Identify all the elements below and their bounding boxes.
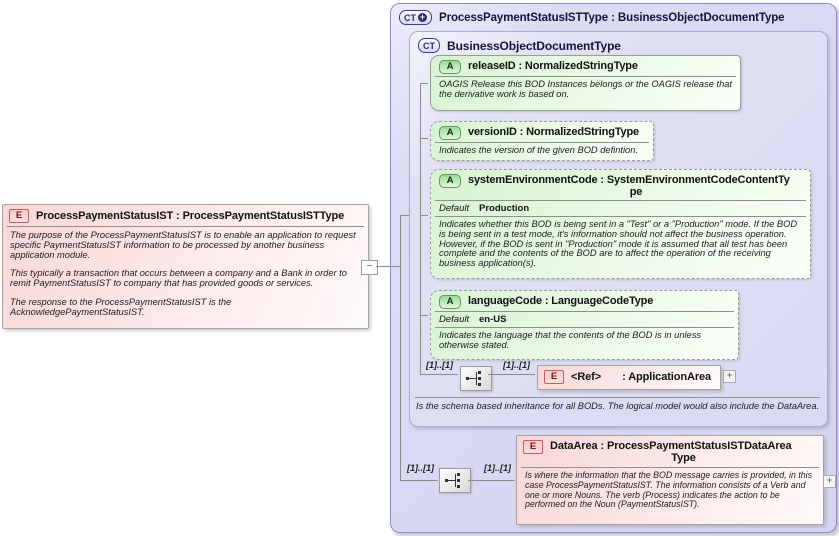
attribute-doc: OAGIS Release this BOD Instances belongs… <box>439 79 732 99</box>
connector-line <box>376 266 401 267</box>
attribute-node-releaseid[interactable]: A releaseID : NormalizedStringType OAGIS… <box>430 55 741 111</box>
connector-line <box>421 215 428 216</box>
element-annotation: Is where the information that the BOD me… <box>525 470 813 510</box>
cardinality-label: [1]..[1] <box>484 463 511 473</box>
annotation-paragraph: The response to the ProcessPaymentStatus… <box>10 296 232 317</box>
sequence-icon[interactable] <box>460 366 492 391</box>
element-annotation: The purpose of the ProcessPaymentStatusI… <box>3 227 368 324</box>
cardinality-label: [1]..[1] <box>426 360 453 370</box>
element-icon: E <box>544 370 564 384</box>
divider <box>435 216 806 217</box>
sequence-glyph <box>445 473 460 488</box>
divider <box>435 76 736 77</box>
element-node-dataarea[interactable]: E DataArea : ProcessPaymentStatusISTData… <box>516 435 824 525</box>
sequence-glyph <box>466 371 481 386</box>
attribute-icon: A <box>439 126 461 140</box>
attribute-node-systemenvironmentcode[interactable]: A systemEnvironmentCode : SystemEnvironm… <box>430 169 811 279</box>
attribute-title-line1: systemEnvironmentCode : SystemEnvironmen… <box>468 174 790 186</box>
element-title: ProcessPaymentStatusIST : ProcessPayment… <box>36 210 345 222</box>
element-header: E <Ref> : ApplicationArea <box>538 366 720 387</box>
attribute-doc: Indicates the language that the contents… <box>439 330 702 350</box>
attribute-title: systemEnvironmentCode : SystemEnvironmen… <box>468 174 804 198</box>
attribute-title: versionID : NormalizedStringType <box>468 126 640 138</box>
attribute-header: A languageCode : LanguageCodeType <box>431 291 738 311</box>
expand-icon[interactable]: + <box>823 475 836 488</box>
attribute-node-versionid[interactable]: A versionID : NormalizedStringType Indic… <box>430 121 654 161</box>
attribute-doc: Indicates whether this BOD is being sent… <box>439 219 798 269</box>
connector-line <box>421 315 428 316</box>
attribute-icon: A <box>439 295 461 309</box>
attribute-title-line2: pe <box>629 186 643 198</box>
attribute-header: A releaseID : NormalizedStringType <box>431 56 740 76</box>
cardinality-label: [1]..[1] <box>503 360 530 370</box>
extension-plus-icon: + <box>418 12 427 22</box>
divider <box>415 397 820 398</box>
attribute-default-row: Default Production <box>431 201 810 216</box>
connector-trunk <box>420 83 421 375</box>
default-label: Default <box>439 314 470 325</box>
attribute-header: A versionID : NormalizedStringType <box>431 122 653 142</box>
connector-line <box>401 480 438 481</box>
attribute-icon: A <box>439 174 461 188</box>
cardinality-label: [1]..[1] <box>407 463 434 473</box>
divider <box>435 200 806 201</box>
divider <box>435 311 734 312</box>
divider <box>435 142 649 143</box>
default-value: Production <box>479 203 530 214</box>
attribute-node-languagecode[interactable]: A languageCode : LanguageCodeType Defaul… <box>430 290 739 360</box>
divider <box>7 226 364 227</box>
complextype-container-processpaymentstatusisttype[interactable]: CT + ProcessPaymentStatusISTType : Busin… <box>390 3 837 533</box>
connector-line <box>401 215 409 216</box>
ref-type: : ApplicationArea <box>622 371 712 383</box>
sequence-icon[interactable] <box>439 468 471 493</box>
attribute-title: releaseID : NormalizedStringType <box>468 60 638 72</box>
attribute-title: languageCode : LanguageCodeType <box>468 295 654 307</box>
ref-name: <Ref> <box>571 371 602 383</box>
attribute-header: A systemEnvironmentCode : SystemEnvironm… <box>431 170 810 200</box>
element-icon: E <box>9 209 29 223</box>
complextype-icon: CT <box>418 38 440 53</box>
element-header: E DataArea : ProcessPaymentStatusISTData… <box>517 436 823 467</box>
element-icon: E <box>523 440 543 454</box>
attribute-icon: A <box>439 60 461 74</box>
connector-line <box>468 480 515 481</box>
connector-line <box>421 374 458 375</box>
default-value: en-US <box>479 314 507 325</box>
basetype-header: CT BusinessObjectDocumentType <box>418 38 621 53</box>
element-node-processpaymentstatusist[interactable]: E ProcessPaymentStatusIST : ProcessPayme… <box>2 204 369 329</box>
expand-icon[interactable]: + <box>723 370 736 383</box>
attribute-doc: Indicates the version of the given BOD d… <box>439 145 638 155</box>
complextype-title: ProcessPaymentStatusISTType : BusinessOb… <box>439 11 785 24</box>
collapse-icon[interactable]: − <box>361 260 378 275</box>
divider <box>435 327 734 328</box>
element-title-line2: Type <box>671 452 696 464</box>
element-header: E ProcessPaymentStatusIST : ProcessPayme… <box>3 205 368 226</box>
basetype-container-businessobjectdocumenttype[interactable]: CT BusinessObjectDocumentType A releaseI… <box>409 31 828 427</box>
divider <box>521 467 819 468</box>
complextype-extension-icon: CT + <box>399 10 432 25</box>
basetype-title: BusinessObjectDocumentType <box>447 38 621 53</box>
basetype-badge-label: CT <box>423 40 435 51</box>
attribute-default-row: Default en-US <box>431 312 738 327</box>
connector-trunk <box>400 215 401 481</box>
complextype-badge-label: CT <box>404 12 416 23</box>
basetype-annotation: Is the schema based inheritance for all … <box>416 401 820 411</box>
connector-line <box>488 374 535 375</box>
connector-line <box>421 138 428 139</box>
complextype-header: CT + ProcessPaymentStatusISTType : Busin… <box>399 10 785 25</box>
element-title-line1: DataArea : ProcessPaymentStatusISTDataAr… <box>550 440 792 452</box>
connector-line <box>421 83 428 84</box>
element-node-applicationarea-ref[interactable]: E <Ref> : ApplicationArea <box>537 365 721 390</box>
annotation-paragraph: The purpose of the ProcessPaymentStatusI… <box>10 230 356 260</box>
annotation-paragraph: This typically a transaction that occurs… <box>10 268 347 289</box>
default-label: Default <box>439 203 470 214</box>
